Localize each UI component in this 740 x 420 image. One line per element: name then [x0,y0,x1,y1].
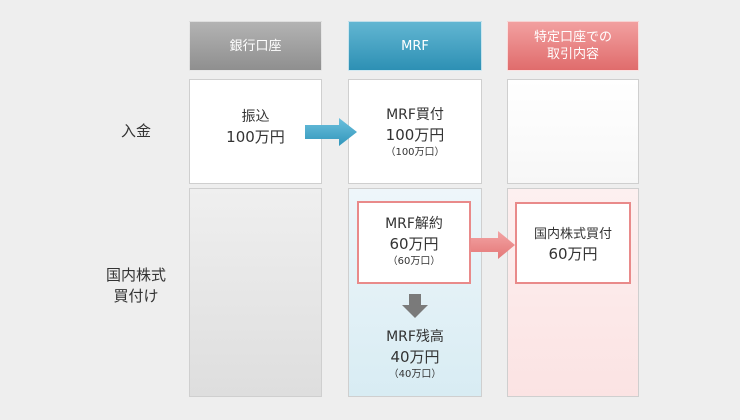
row-label-purchase-line1: 国内株式 [105,266,166,284]
domestic-stock-purchase-block: 国内株式買付 60万円 [515,225,631,264]
red-right-arrow-icon [471,231,515,259]
bank-transfer-amount: 100万円 [226,128,285,146]
mrf-cancel-units: （60万口） [387,256,441,267]
bank-deposit-cell [189,79,322,184]
mrf-buy-amount: 100万円 [385,126,445,144]
specific-account-header-line1: 特定口座での [533,30,612,45]
specific-account-header: 特定口座での 取引内容 [507,21,639,71]
specific-account-header-line2: 取引内容 [546,47,599,62]
mrf-buy-label: MRF買付 [386,107,444,123]
mrf-buy-units: （100万口） [385,147,445,158]
bank-transfer-label: 振込 [241,109,270,125]
domestic-stock-purchase-box [515,202,631,284]
mrf-header-label: MRF [401,38,429,54]
bank-purchase-cell [189,188,322,397]
bank-account-header-label: 銀行口座 [229,38,282,54]
row-label-deposit-text: 入金 [120,122,151,140]
mrf-cancel-block: MRF解約 60万円 （60万口） [357,215,471,269]
gray-down-arrow-icon [402,294,428,318]
domestic-stock-purchase-label: 国内株式買付 [533,227,612,242]
mrf-balance-label: MRF残高 [386,329,444,345]
domestic-stock-purchase-amount: 60万円 [548,245,598,263]
mrf-balance-amount: 40万円 [390,348,440,366]
row-label-purchase: 国内株式 買付け [90,265,182,307]
mrf-balance-block: MRF残高 40万円 （40万口） [348,328,482,382]
mrf-balance-units: （40万口） [388,369,442,380]
row-label-purchase-line2: 買付け [113,287,159,305]
bank-transfer-block: 振込 100万円 [189,108,322,147]
mrf-cancel-label: MRF解約 [385,216,443,232]
mrf-cancel-amount: 60万円 [389,235,439,253]
mrf-buy-block: MRF買付 100万円 （100万口） [348,106,482,160]
row-label-deposit: 入金 [100,121,172,142]
bank-account-header: 銀行口座 [189,21,322,71]
mrf-deposit-cell [348,79,482,184]
specific-deposit-cell [507,79,639,184]
mrf-header: MRF [348,21,482,71]
blue-right-arrow-icon [305,118,357,146]
mrf-cancel-box [357,201,471,284]
